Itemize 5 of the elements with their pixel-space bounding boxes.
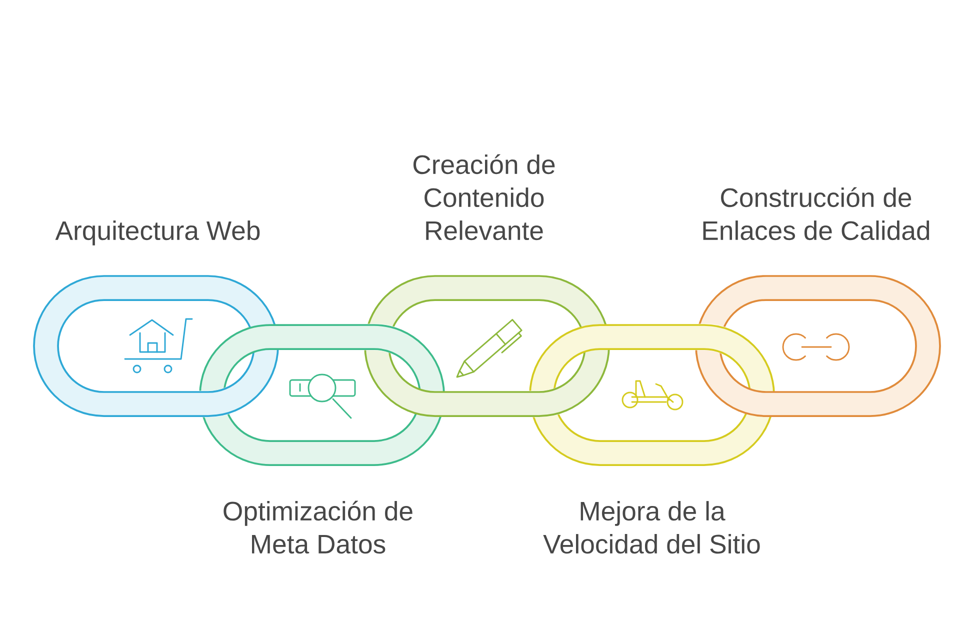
link-label: Mejora de la Velocidad del Sitio	[543, 501, 760, 554]
link-label: Creación de Contenido Relevante	[413, 154, 555, 240]
link-label: Construcción de Enlaces de Calidad	[703, 187, 930, 240]
link-label: Optimización de Meta Datos	[224, 500, 412, 554]
link-label: Arquitectura Web	[55, 220, 260, 246]
